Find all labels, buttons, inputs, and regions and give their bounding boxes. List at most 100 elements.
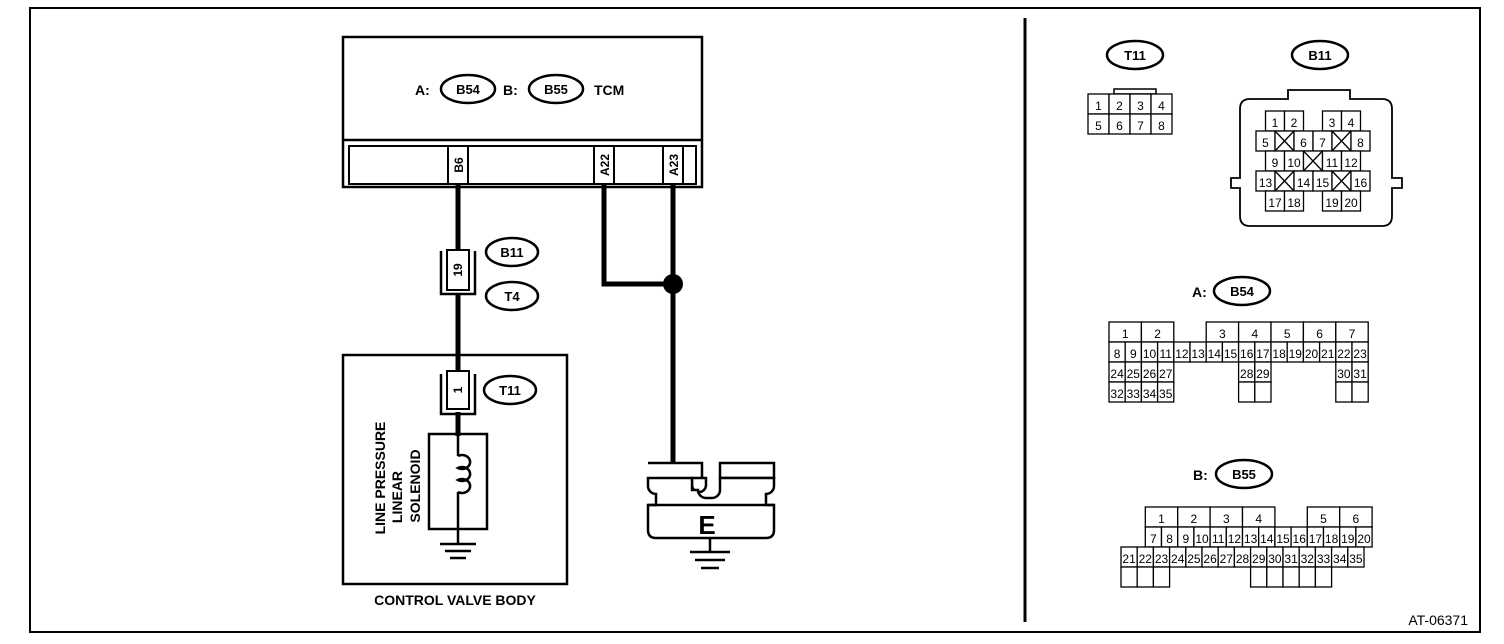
b54-cell [1335,381,1353,403]
b55-pin-label: 22 [1139,552,1153,566]
b55-pin-label: 18 [1325,532,1339,546]
harness-pin: 19 [451,263,465,277]
b55-pin-label: 12 [1228,532,1242,546]
t11-pin-label: 4 [1158,99,1165,113]
solenoid-label-line1: LINE PRESSURE [372,422,388,535]
b11-blank-cavity [1331,130,1352,152]
figure-frame [29,7,1481,633]
b55-cell [1282,566,1300,588]
b55-cell [1249,566,1268,588]
cvb-t11-oval [482,374,538,406]
b11-pin-label: 7 [1319,136,1326,150]
b11-pin-label: 3 [1329,116,1336,130]
b54-pin-label: 5 [1284,327,1291,341]
b54-pin-label: 24 [1110,367,1124,381]
b11-pin-label: 17 [1268,196,1282,210]
solenoid-ground-icon [440,542,476,560]
b55-pin-label: 3 [1223,512,1230,526]
b54-pin-label: 14 [1208,347,1222,361]
t11-pin-label: 2 [1116,99,1123,113]
b55-pin-label: 26 [1203,552,1217,566]
b11-pin-label: 6 [1300,136,1307,150]
b54-pin-label: 22 [1337,347,1351,361]
b54-pin-label: 1 [1122,327,1129,341]
t11-pin-label: 6 [1116,119,1123,133]
control-valve-body-label: CONTROL VALVE BODY [374,592,536,608]
t11-pin-label: 7 [1137,119,1144,133]
b54-pin-label: 16 [1240,347,1254,361]
b11-pin-label: 5 [1262,136,1269,150]
b54-pin-label: 20 [1305,347,1319,361]
b54-pin-label: 6 [1316,327,1323,341]
b11-pin-label: 2 [1291,116,1298,130]
solenoid-label-line2: LINEAR [389,471,405,523]
b55-cell [1314,566,1333,588]
b55-cell [1152,566,1171,588]
cvb-t11-pin: 1 [451,386,465,393]
tcm-connector-a-oval [439,73,497,105]
b55-pin-label: 28 [1236,552,1250,566]
b54-pin-label: 33 [1127,387,1141,401]
b55-pin-label: 17 [1309,532,1323,546]
b54-pin-label: 19 [1289,347,1303,361]
b55-pin-label: 9 [1182,532,1189,546]
b55-pin-label: 13 [1244,532,1258,546]
wire-junction-dot [663,274,683,294]
b55-pin-label: 32 [1301,552,1315,566]
cvb-t11-code: T11 [499,383,521,398]
b55-pin-label: 4 [1255,512,1262,526]
b11-pin-label: 4 [1348,116,1355,130]
b55-pin-label: 2 [1191,512,1198,526]
b54-cell [1254,381,1272,403]
b55-pin-label: 15 [1276,532,1290,546]
b54-pin-label: 12 [1175,347,1189,361]
b11-cell [1340,190,1362,212]
b55-view-prefix: B: [1193,467,1208,483]
b55-view-code: B55 [1232,467,1256,482]
b54-pin-label: 31 [1353,367,1367,381]
b54-cell [1351,381,1369,403]
b55-pin-label: 25 [1187,552,1201,566]
b54-pin-label: 30 [1337,367,1351,381]
t11-cell [1150,113,1173,135]
b11-blank-cavity [1303,150,1323,172]
tcm-connector-b-oval [527,73,585,105]
b54-pin-label: 4 [1251,327,1258,341]
b55-pin-label: 19 [1341,532,1355,546]
tcm-name: TCM [594,82,624,98]
tcm-pin-a22: A22 [598,154,612,176]
b54-pin-label: 9 [1130,347,1137,361]
tcm-prefix-b: B: [503,82,518,98]
b55-pin-label: 10 [1195,532,1209,546]
b55-pin-label: 23 [1155,552,1169,566]
b54-pin-label: 25 [1127,367,1141,381]
b11-pin-label: 11 [1326,156,1339,170]
t11-pin-label: 1 [1095,99,1102,113]
b54-pin-label: 8 [1114,347,1121,361]
figure-id: AT-06371 [1408,612,1468,628]
b55-pin-label: 7 [1150,532,1157,546]
t11-view-code: T11 [1124,48,1146,63]
b54-pin-label: 23 [1353,347,1367,361]
harness-connector: 19 B11 T4 [439,236,540,312]
b54-view-prefix: A: [1192,284,1207,300]
b55-pin-label: 34 [1333,552,1347,566]
b55-pin-label: 30 [1268,552,1282,566]
b11-housing [1230,89,1403,227]
b55-pin-label: 11 [1212,532,1225,546]
tcm-prefix-a: A: [415,82,430,98]
b54-pin-label: 2 [1154,327,1161,341]
b55-pin-label: 6 [1353,512,1360,526]
tcm-code-a: B54 [456,82,481,97]
b54-pin-label: 18 [1272,347,1286,361]
b55-pin-label: 5 [1320,512,1327,526]
b11-pin-label: 20 [1344,196,1358,210]
b11-pin-label: 15 [1316,176,1330,190]
b11-pin-label: 19 [1325,196,1339,210]
b54-pin-label: 26 [1143,367,1157,381]
solenoid-coil-icon [455,453,472,495]
